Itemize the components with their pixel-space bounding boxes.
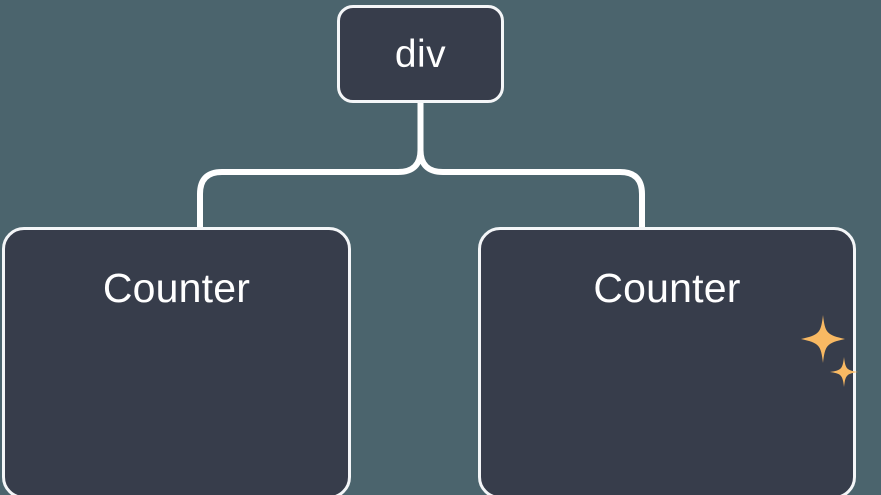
node-counter-right[interactable]: Counter count 1: [478, 227, 856, 495]
node-counter-left-label: Counter: [102, 265, 251, 311]
node-div[interactable]: div: [337, 5, 504, 103]
node-div-label: div: [394, 32, 447, 76]
node-counter-right-label: Counter: [593, 265, 741, 311]
node-counter-left[interactable]: Counter count 0: [2, 227, 351, 495]
